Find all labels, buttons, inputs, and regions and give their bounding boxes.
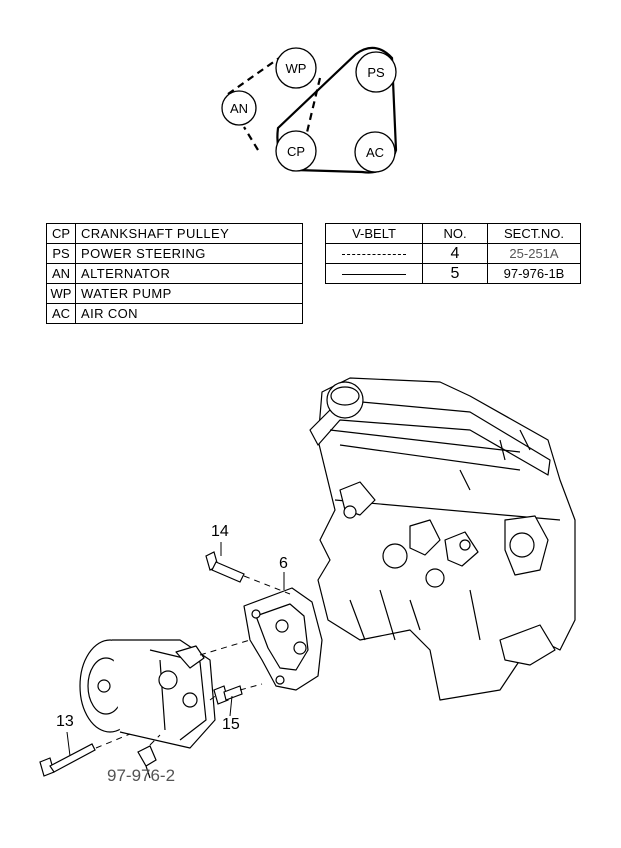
callout-leaders bbox=[66, 542, 285, 757]
hose-fitting bbox=[137, 745, 157, 779]
sect-no-header: SECT.NO. bbox=[487, 223, 581, 244]
callout-15: 15 bbox=[222, 716, 240, 733]
pulley-label-wp: WP bbox=[286, 61, 307, 76]
legend-name: AIR CON bbox=[75, 303, 303, 324]
table-row: 5 97-976-1B bbox=[325, 263, 581, 284]
pulley-ac bbox=[354, 131, 396, 173]
callout-14: 14 bbox=[211, 523, 229, 540]
pulley-cp bbox=[275, 130, 317, 172]
bolt-13 bbox=[39, 743, 96, 777]
dashed-line-sample bbox=[325, 243, 423, 264]
pulley-legend-table: CP CRANKSHAFT PULLEY PS POWER STEERING A… bbox=[46, 223, 303, 324]
engine-block-illustration bbox=[309, 377, 576, 701]
legend-row: WP WATER PUMP bbox=[46, 283, 303, 304]
ac-compressor bbox=[79, 639, 216, 749]
pulley-wp bbox=[275, 47, 317, 89]
section-reference: 97-976-2 bbox=[107, 766, 176, 785]
legend-code: AC bbox=[46, 303, 76, 324]
pulley-an bbox=[221, 90, 257, 126]
table-row: 4 25-251A bbox=[325, 243, 581, 264]
legend-code: AN bbox=[46, 263, 76, 284]
legend-name: ALTERNATOR bbox=[75, 263, 303, 284]
pulley-ps bbox=[355, 51, 397, 93]
belt-no: 4 bbox=[422, 243, 488, 264]
legend-row: CP CRANKSHAFT PULLEY bbox=[46, 223, 303, 244]
assembly-guide-lines bbox=[95, 575, 291, 749]
vbelt-table: V-BELT NO. SECT.NO. 4 25-251A 5 97-976-1… bbox=[325, 223, 581, 284]
pulley-label-ac: AC bbox=[366, 145, 384, 160]
legend-name: CRANKSHAFT PULLEY bbox=[75, 223, 303, 244]
legend-row: AC AIR CON bbox=[46, 303, 303, 324]
sect-no: 25-251A bbox=[487, 243, 581, 264]
bolt-14 bbox=[205, 551, 245, 583]
legend-code: WP bbox=[46, 283, 76, 304]
solid-line-sample bbox=[325, 263, 423, 284]
callout-6: 6 bbox=[279, 555, 288, 572]
legend-name: POWER STEERING bbox=[75, 243, 303, 264]
legend-row: AN ALTERNATOR bbox=[46, 263, 303, 284]
legend-row: PS POWER STEERING bbox=[46, 243, 303, 264]
sect-no: 97-976-1B bbox=[487, 263, 581, 284]
callout-13: 13 bbox=[56, 713, 74, 730]
no-header: NO. bbox=[422, 223, 488, 244]
belt-no: 5 bbox=[422, 263, 488, 284]
pulley-label-an: AN bbox=[230, 101, 248, 116]
pulley-label-ps: PS bbox=[367, 65, 385, 80]
vbelt-header-row: V-BELT NO. SECT.NO. bbox=[325, 223, 581, 244]
vbelt-header: V-BELT bbox=[325, 223, 423, 244]
legend-name: WATER PUMP bbox=[75, 283, 303, 304]
bolt-15 bbox=[213, 685, 243, 705]
legend-code: PS bbox=[46, 243, 76, 264]
legend-code: CP bbox=[46, 223, 76, 244]
compressor-bracket bbox=[243, 587, 323, 691]
pulley-label-cp: CP bbox=[287, 144, 305, 159]
